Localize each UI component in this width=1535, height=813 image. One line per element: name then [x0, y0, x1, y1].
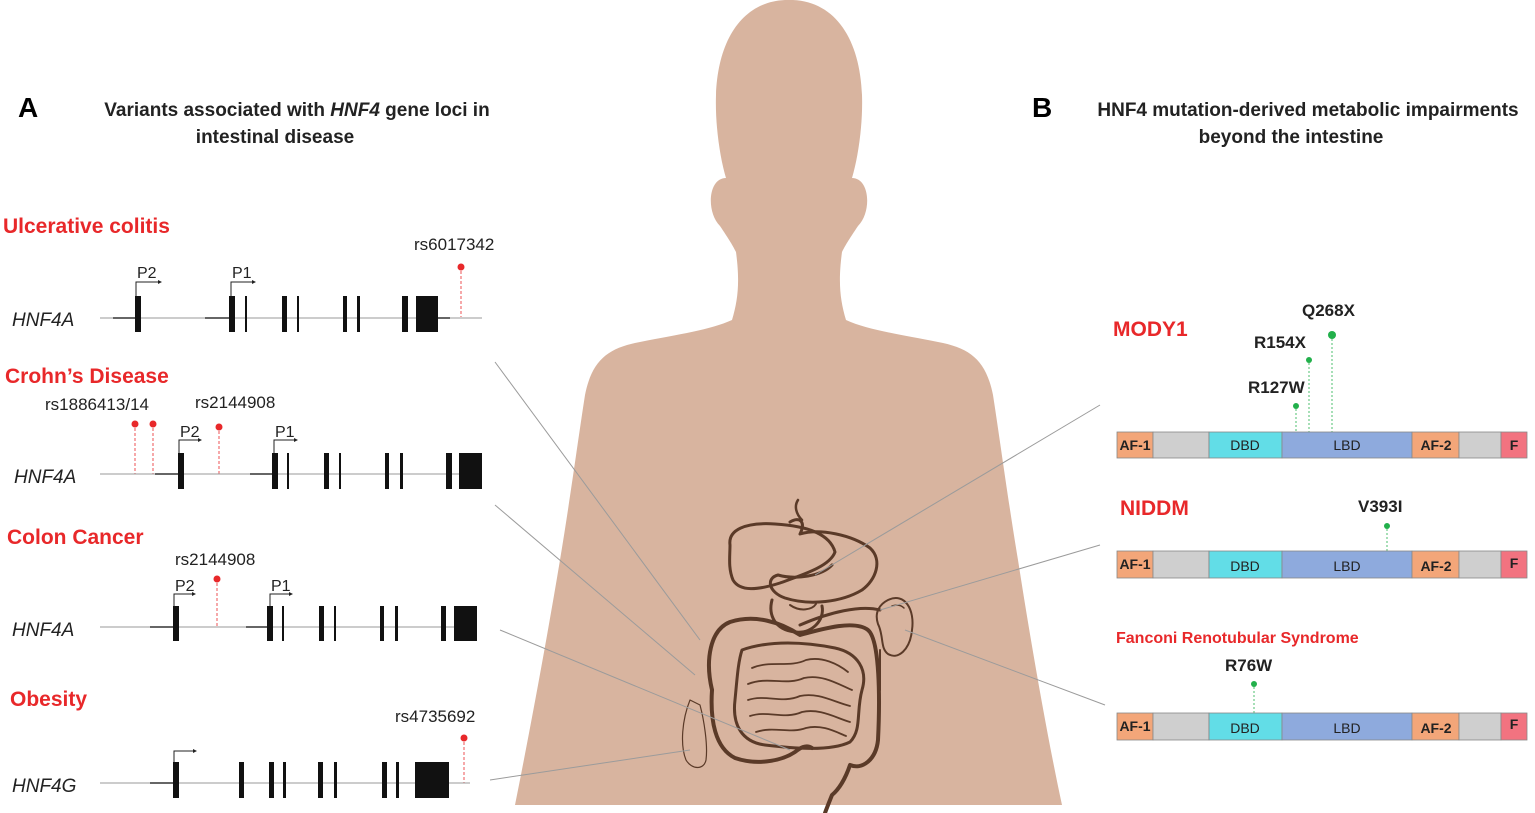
svg-text:P2: P2	[137, 265, 157, 282]
svg-text:F: F	[1510, 555, 1519, 571]
exons	[178, 453, 482, 489]
panel-b-heading-line1: HNF4 mutation-derived metabolic impairme…	[1097, 100, 1518, 121]
disease-label: Crohn’s Disease	[5, 365, 169, 388]
mutation-q268x: Q268X	[1302, 301, 1356, 320]
snp-label: rs6017342	[414, 235, 494, 254]
svg-text:LBD: LBD	[1333, 437, 1360, 453]
domain-bar	[1116, 550, 1528, 579]
disease-label: Obesity	[10, 688, 87, 711]
exons	[135, 296, 438, 332]
domain-bar	[1116, 712, 1528, 741]
svg-text:F: F	[1510, 716, 1519, 732]
svg-text:P1: P1	[275, 424, 295, 441]
panel-b-letter: B	[1032, 92, 1052, 123]
snp-label: rs2144908	[175, 550, 255, 569]
panel-a-heading-line2: intestinal disease	[196, 127, 354, 148]
promoter	[173, 749, 197, 762]
disease-label: Colon Cancer	[7, 526, 144, 549]
protein-mody1: MODY1 Q268X R154X R127W AF-1 DBD LBD AF-…	[1113, 301, 1528, 459]
disease-label: MODY1	[1113, 318, 1188, 341]
svg-text:DBD: DBD	[1230, 558, 1260, 574]
svg-text:P1: P1	[271, 578, 291, 595]
protein-niddm: NIDDM V393I AF-1 DBD LBD AF-2 F	[1116, 497, 1528, 579]
kidney	[875, 597, 914, 657]
disease-label: Ulcerative colitis	[3, 215, 170, 238]
svg-text:LBD: LBD	[1333, 720, 1360, 736]
mutation-r127w: R127W	[1248, 378, 1306, 397]
promoter-p2: P2	[135, 265, 162, 296]
leader-lines	[489, 361, 1106, 781]
svg-text:AF-2: AF-2	[1420, 558, 1451, 574]
snp-label-2: rs2144908	[195, 393, 275, 412]
svg-text:P2: P2	[175, 578, 195, 595]
promoter-p1: P1	[269, 578, 293, 606]
promoter-p1: P1	[273, 424, 298, 453]
mutation-r154x: R154X	[1254, 333, 1307, 352]
exons	[173, 762, 449, 798]
svg-text:DBD: DBD	[1230, 437, 1260, 453]
track-crohns-disease: Crohn’s Disease rs1886413/14 rs2144908 H…	[5, 365, 482, 489]
gene-label: HNF4G	[12, 776, 76, 797]
large-intestine	[707, 616, 881, 813]
disease-label: Fanconi Renotubular Syndrome	[1116, 630, 1359, 647]
fat-pad	[681, 699, 708, 769]
track-ulcerative-colitis: Ulcerative colitis rs6017342 HNF4A P2 P1	[3, 215, 494, 332]
promoter-p1: P1	[230, 265, 256, 296]
small-intestine	[732, 641, 866, 750]
disease-label: NIDDM	[1120, 497, 1189, 520]
track-colon-cancer: Colon Cancer rs2144908 HNF4A P2 P1	[7, 526, 477, 641]
svg-text:AF-1: AF-1	[1119, 437, 1150, 453]
snp-label: rs4735692	[395, 707, 475, 726]
svg-text:DBD: DBD	[1230, 720, 1260, 736]
protein-fanconi: Fanconi Renotubular Syndrome R76W AF-1 D…	[1116, 630, 1528, 741]
snp-label-1: rs1886413/14	[45, 395, 149, 414]
panel-a-heading-line1: Variants associated with HNF4 gene loci …	[104, 100, 489, 121]
mutation-v393i: V393I	[1358, 497, 1402, 516]
snp-dot	[457, 263, 465, 271]
svg-text:AF-1: AF-1	[1119, 556, 1150, 572]
digestive-organs	[681, 498, 914, 813]
svg-text:AF-1: AF-1	[1119, 718, 1150, 734]
mutation-r76w: R76W	[1225, 656, 1273, 675]
svg-text:AF-2: AF-2	[1420, 437, 1451, 453]
pancreas	[798, 606, 882, 627]
liver	[728, 522, 837, 591]
gene-label: HNF4A	[12, 620, 74, 641]
svg-text:P1: P1	[232, 265, 252, 282]
gene-label: HNF4A	[14, 467, 76, 488]
track-obesity: Obesity rs4735692 HNF4G	[10, 688, 475, 798]
svg-text:P2: P2	[180, 424, 200, 441]
promoter-p2: P2	[173, 578, 196, 606]
svg-text:LBD: LBD	[1333, 558, 1360, 574]
promoter-p2: P2	[178, 424, 202, 453]
stomach	[768, 518, 879, 604]
exons	[173, 606, 477, 641]
svg-text:AF-2: AF-2	[1420, 720, 1451, 736]
human-silhouette	[515, 0, 1062, 805]
svg-text:F: F	[1510, 437, 1519, 453]
panel-b-heading-line2: beyond the intestine	[1199, 127, 1384, 148]
panel-a-letter: A	[18, 92, 38, 123]
gene-label: HNF4A	[12, 310, 74, 331]
domain-bar	[1116, 431, 1528, 459]
